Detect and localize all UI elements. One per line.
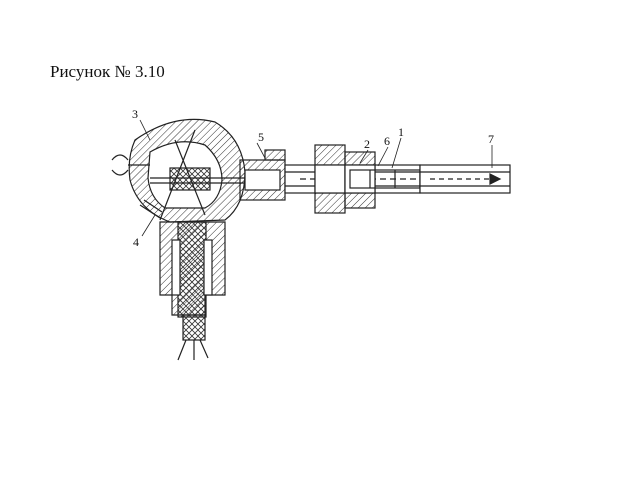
protective-sheath xyxy=(419,164,511,194)
label-6: 6 xyxy=(384,134,390,148)
label-2: 2 xyxy=(364,137,370,151)
label-4: 4 xyxy=(133,235,139,249)
strap xyxy=(139,199,163,219)
cover-lever xyxy=(111,154,150,176)
label-5: 5 xyxy=(258,130,264,144)
label-1: 1 xyxy=(398,125,404,139)
label-3: 3 xyxy=(132,107,138,121)
lower-connector xyxy=(177,314,209,361)
label-7: 7 xyxy=(488,132,494,146)
terminal-block xyxy=(150,129,260,221)
union-nut xyxy=(314,144,376,214)
head-fitting xyxy=(239,149,286,201)
figure-caption: Рисунок № 3.10 xyxy=(50,62,165,81)
leader-lines xyxy=(139,119,493,237)
vertical-leg xyxy=(159,221,226,318)
